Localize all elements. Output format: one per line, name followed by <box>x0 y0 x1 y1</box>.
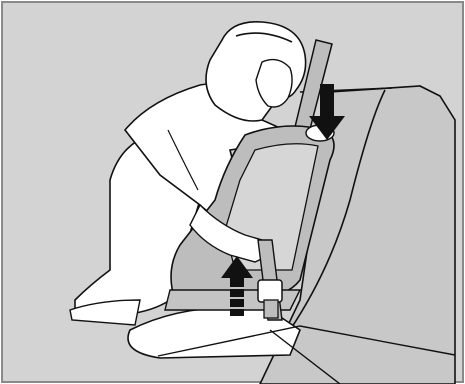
belt-buckle <box>258 280 282 302</box>
buckle-latch <box>264 300 278 318</box>
